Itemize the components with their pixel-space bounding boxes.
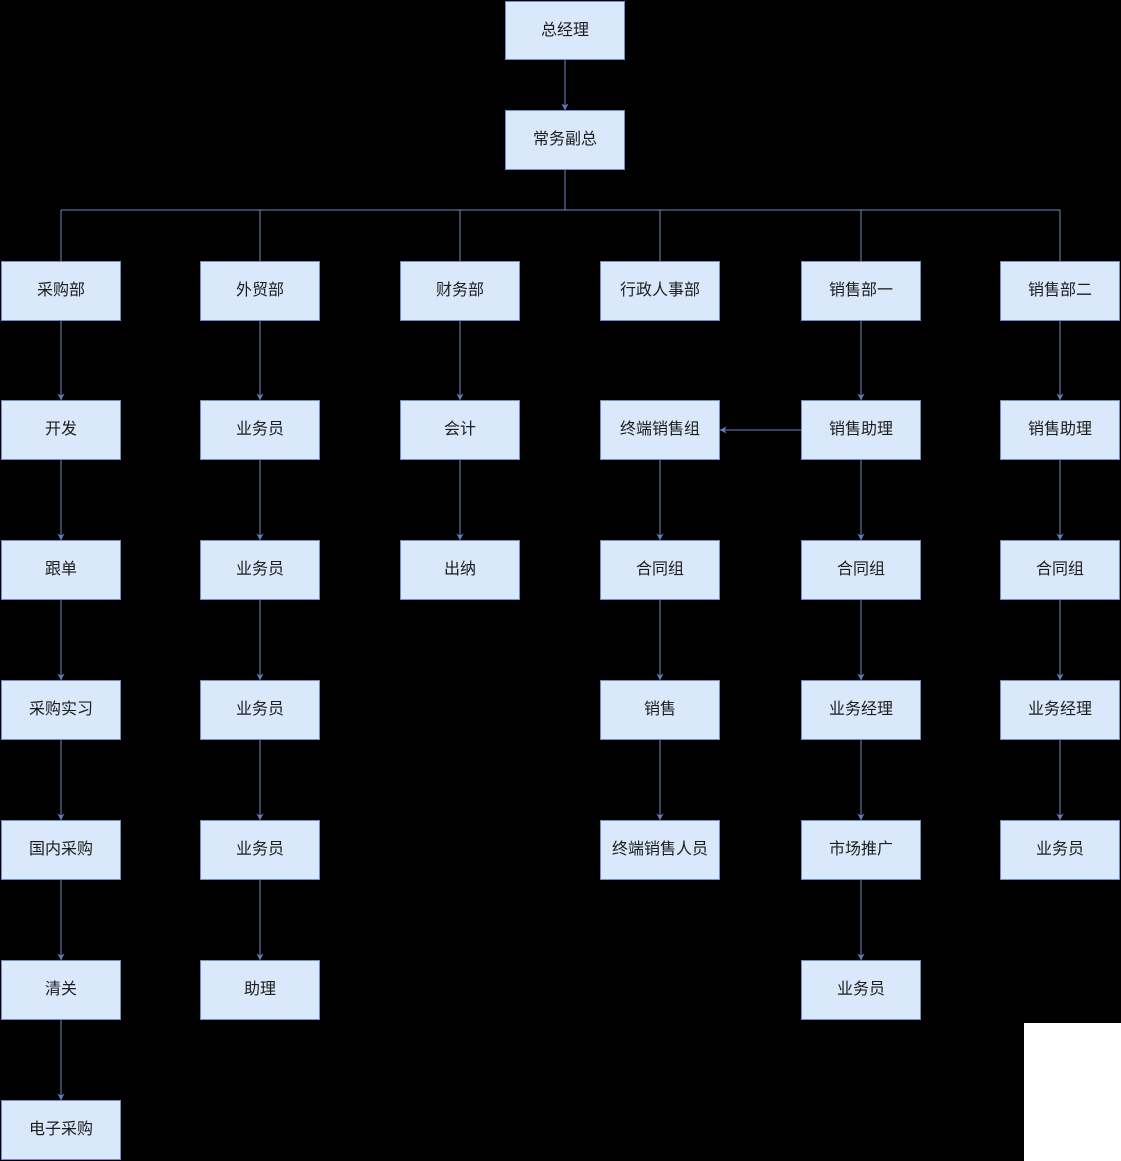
org-node-label: 业务员: [235, 841, 284, 859]
org-node-sales-dept-2[interactable]: 销售部二: [1000, 261, 1120, 321]
org-node-label: 总经理: [540, 21, 589, 39]
org-node-label: 业务经理: [1027, 701, 1092, 719]
org-node-label: 电子采购: [28, 1121, 93, 1139]
org-node-label: 国内采购: [28, 841, 93, 859]
org-node-label: 行政人事部: [619, 282, 700, 300]
org-node-label: 销售助理: [828, 421, 893, 439]
org-node-label: 出纳: [443, 561, 476, 579]
org-node-label: 市场推广: [828, 841, 893, 859]
edge-bus-deputy-gm[interactable]: [60, 170, 1061, 261]
org-node-label: 终端销售组: [619, 421, 700, 439]
org-node-label: 业务员: [235, 701, 284, 719]
org-node-order-tracking[interactable]: 跟单: [1, 540, 121, 600]
org-node-e-procurement[interactable]: 电子采购: [1, 1100, 121, 1160]
org-node-sales-assistant-2[interactable]: 销售助理: [1000, 400, 1120, 460]
org-node-label: 会计: [443, 421, 476, 439]
org-node-marketing[interactable]: 市场推广: [801, 820, 921, 880]
org-node-sales-assistant-1[interactable]: 销售助理: [801, 400, 921, 460]
org-node-label: 销售: [643, 701, 676, 719]
org-node-accountant[interactable]: 会计: [400, 400, 520, 460]
org-node-sales[interactable]: 销售: [600, 680, 720, 740]
org-node-admin-hr-dept[interactable]: 行政人事部: [600, 261, 720, 321]
org-node-label: 销售部二: [1027, 282, 1092, 300]
org-node-label: 业务员: [836, 981, 885, 999]
org-node-label: 销售助理: [1027, 421, 1092, 439]
org-node-label: 采购实习: [28, 701, 93, 719]
org-node-ft-salesperson-2[interactable]: 业务员: [200, 540, 320, 600]
org-node-business-manager-1[interactable]: 业务经理: [801, 680, 921, 740]
org-node-general-manager[interactable]: 总经理: [505, 1, 625, 60]
org-node-domestic-purchasing[interactable]: 国内采购: [1, 820, 121, 880]
org-node-label: 合同组: [1035, 561, 1084, 579]
org-node-contract-group-1[interactable]: 合同组: [801, 540, 921, 600]
org-node-label: 助理: [243, 981, 276, 999]
org-node-label: 业务员: [235, 421, 284, 439]
org-node-ft-salesperson-3[interactable]: 业务员: [200, 680, 320, 740]
org-node-label: 终端销售人员: [611, 841, 708, 859]
org-node-deputy-gm[interactable]: 常务副总: [505, 110, 625, 170]
org-node-label: 合同组: [836, 561, 885, 579]
org-node-assistant[interactable]: 助理: [200, 960, 320, 1020]
org-node-label: 业务经理: [828, 701, 893, 719]
org-node-cashier[interactable]: 出纳: [400, 540, 520, 600]
org-node-business-manager-2[interactable]: 业务经理: [1000, 680, 1120, 740]
org-node-ft-salesperson-1[interactable]: 业务员: [200, 400, 320, 460]
org-node-label: 清关: [44, 981, 77, 999]
org-node-development[interactable]: 开发: [1, 400, 121, 460]
org-node-contract-group-t[interactable]: 合同组: [600, 540, 720, 600]
org-node-sales-dept-1[interactable]: 销售部一: [801, 261, 921, 321]
org-node-label: 业务员: [235, 561, 284, 579]
org-node-label: 财务部: [435, 282, 484, 300]
org-node-label: 合同组: [635, 561, 684, 579]
org-node-label: 常务副总: [532, 131, 597, 149]
org-node-contract-group-2[interactable]: 合同组: [1000, 540, 1120, 600]
org-node-terminal-sales-group[interactable]: 终端销售组: [600, 400, 720, 460]
org-node-terminal-sales-staff[interactable]: 终端销售人员: [600, 820, 720, 880]
white-patch: [1024, 1023, 1121, 1161]
org-node-label: 采购部: [36, 282, 85, 300]
org-node-label: 外贸部: [235, 282, 284, 300]
org-node-label: 开发: [44, 421, 77, 439]
org-node-foreign-trade-dept[interactable]: 外贸部: [200, 261, 320, 321]
org-node-label: 销售部一: [828, 282, 893, 300]
org-node-ft-salesperson-4[interactable]: 业务员: [200, 820, 320, 880]
org-node-purchasing-intern[interactable]: 采购实习: [1, 680, 121, 740]
org-node-salesperson-2[interactable]: 业务员: [1000, 820, 1120, 880]
org-node-finance-dept[interactable]: 财务部: [400, 261, 520, 321]
org-node-purchasing-dept[interactable]: 采购部: [1, 261, 121, 321]
org-node-label: 跟单: [44, 561, 77, 579]
org-node-salesperson-1[interactable]: 业务员: [801, 960, 921, 1020]
org-node-label: 业务员: [1035, 841, 1084, 859]
org-node-customs-clearance[interactable]: 清关: [1, 960, 121, 1020]
